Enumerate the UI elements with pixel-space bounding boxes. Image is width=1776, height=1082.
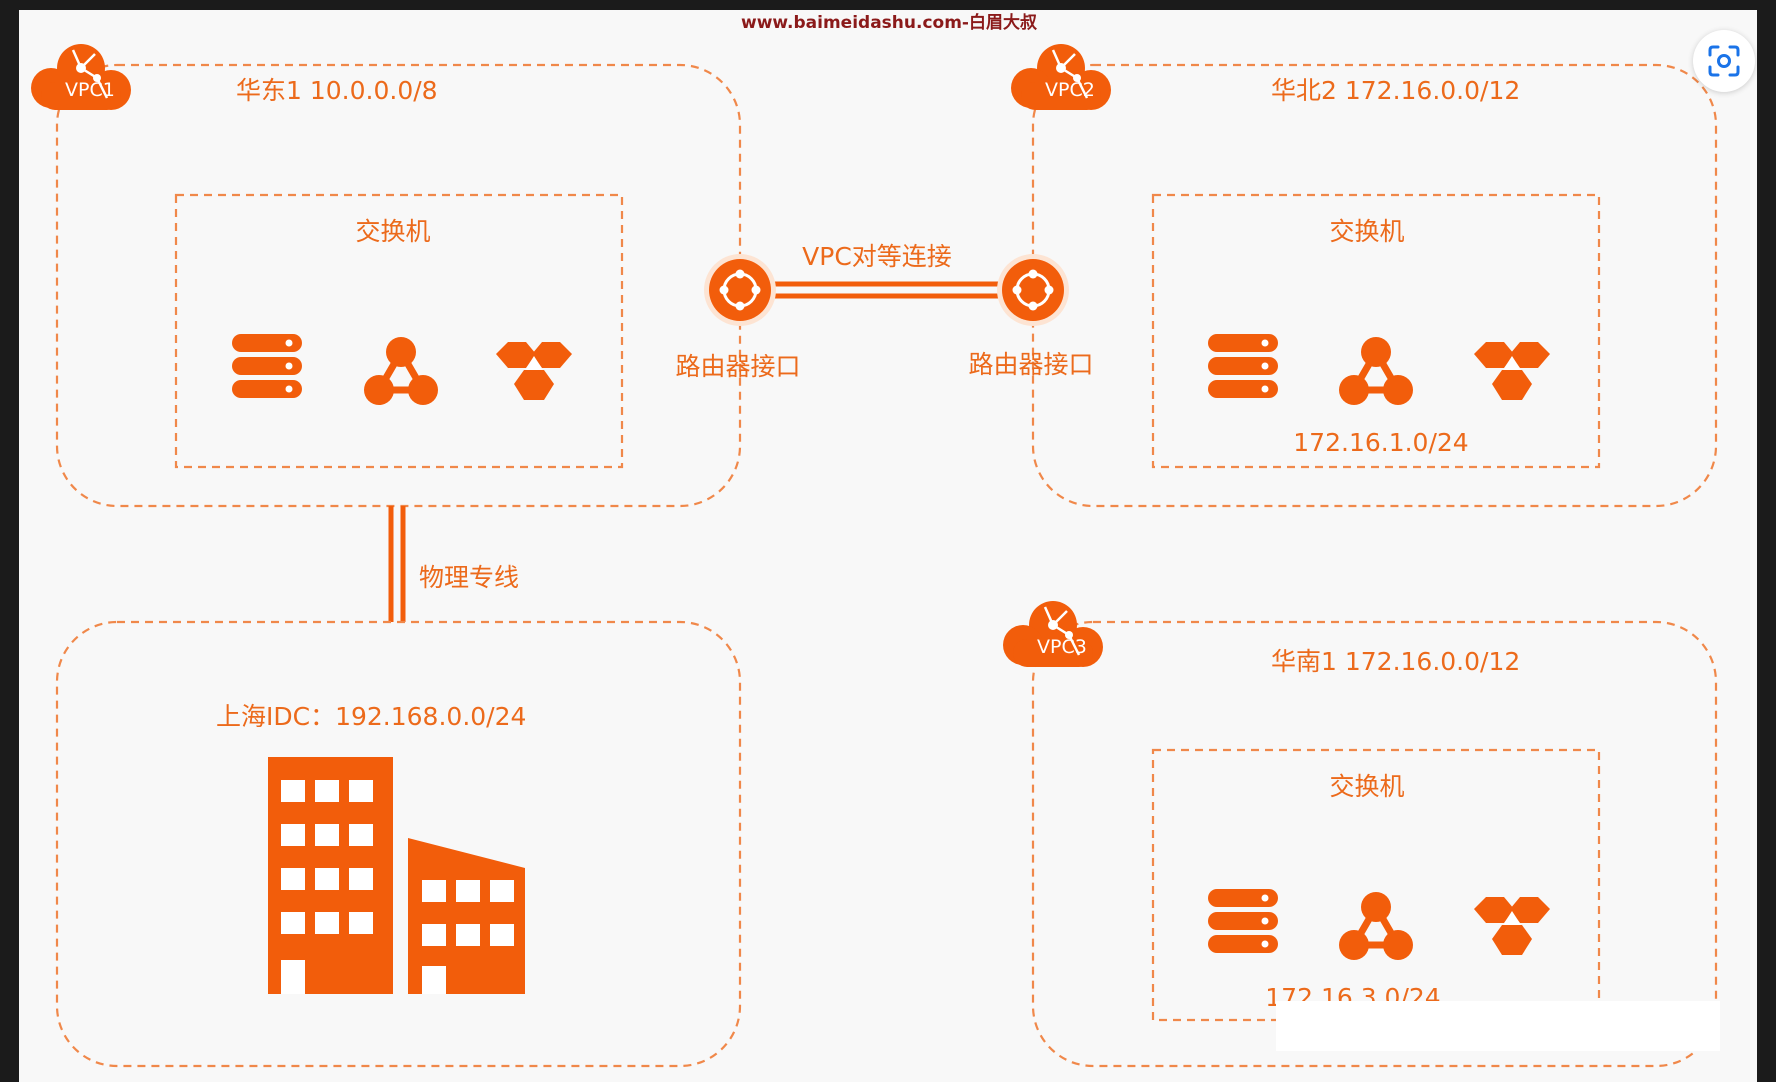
vpc2-switch-title: 交换机 bbox=[1329, 217, 1404, 246]
watermark-text: www.baimeidashu.com-白眉大叔 bbox=[741, 12, 1038, 33]
router-interface-right-label: 路由器接口 bbox=[968, 350, 1093, 379]
vpc1-group: VPC1 华东1 10.0.0.0/8 交换机 bbox=[29, 42, 742, 508]
idc-label: 上海IDC：192.168.0.0/24 bbox=[216, 702, 526, 731]
vpc-peering: VPC对等连接 路由器接口 路由器接口 bbox=[675, 242, 1093, 381]
white-overlay-patch bbox=[1276, 1001, 1720, 1051]
vpc2-subnet-label: 172.16.1.0/24 bbox=[1293, 428, 1468, 457]
hexagon-cluster-icon bbox=[496, 342, 572, 400]
router-icon bbox=[702, 252, 778, 328]
network-topology-icon bbox=[1339, 892, 1413, 960]
leased-line: 物理专线 bbox=[388, 506, 519, 622]
hexagon-cluster-icon bbox=[1474, 897, 1550, 955]
server-icon bbox=[1208, 334, 1278, 398]
network-topology-icon bbox=[1339, 337, 1413, 405]
vpc3-group: VPC3 华南1 172.16.0.0/12 交换机 172.16.3.0/24 bbox=[1001, 599, 1720, 1068]
diagram-canvas: www.baimeidashu.com-白眉大叔 VPC1 华东1 10.0.0… bbox=[19, 10, 1757, 1082]
router-interface-left-label: 路由器接口 bbox=[675, 352, 800, 381]
vpc2-badge: VPC2 bbox=[1045, 79, 1095, 101]
vpc3-region-label: 华南1 172.16.0.0/12 bbox=[1271, 647, 1520, 676]
vpc2-group: VPC2 华北2 172.16.0.0/12 交换机 172.16.1.0/24 bbox=[1009, 42, 1718, 508]
leased-line-label: 物理专线 bbox=[419, 563, 519, 592]
vpc-peering-label: VPC对等连接 bbox=[802, 242, 952, 271]
router-icon bbox=[995, 252, 1071, 328]
vpc3-badge: VPC3 bbox=[1037, 636, 1087, 658]
network-topology-icon bbox=[364, 337, 438, 405]
vpc3-switch-title: 交换机 bbox=[1329, 772, 1404, 801]
building-icon bbox=[268, 757, 525, 994]
vpc1-region-label: 华东1 10.0.0.0/8 bbox=[236, 76, 438, 105]
hexagon-cluster-icon bbox=[1474, 342, 1550, 400]
screenshot-scan-button[interactable] bbox=[1693, 30, 1755, 92]
vpc1-badge: VPC1 bbox=[65, 79, 115, 101]
vpc2-region-label: 华北2 172.16.0.0/12 bbox=[1271, 76, 1520, 105]
vpc1-switch-title: 交换机 bbox=[355, 217, 430, 246]
server-icon bbox=[232, 334, 302, 398]
idc-group: 上海IDC：192.168.0.0/24 bbox=[55, 620, 742, 1068]
screenshot-scan-icon bbox=[1708, 45, 1740, 77]
server-icon bbox=[1208, 889, 1278, 953]
